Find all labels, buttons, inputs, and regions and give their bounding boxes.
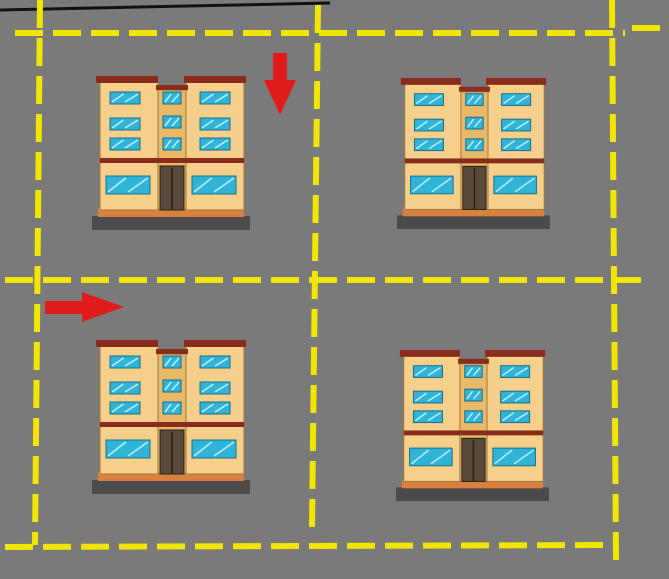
building-bottom-right bbox=[396, 350, 549, 502]
arrow-right-icon bbox=[45, 292, 124, 322]
lane-markings bbox=[0, 0, 669, 561]
top-edge-line bbox=[0, 1, 331, 12]
buildings-layer bbox=[92, 76, 550, 502]
lane-middle-vertical bbox=[309, 4, 321, 529]
building-top-left bbox=[92, 76, 250, 230]
lane-left bbox=[32, 0, 43, 546]
building-bottom-left bbox=[92, 340, 250, 494]
building-top-right bbox=[397, 78, 550, 230]
arrow-down-icon bbox=[264, 53, 296, 115]
lane-bottom bbox=[4, 542, 616, 550]
lane-right bbox=[609, 0, 619, 561]
